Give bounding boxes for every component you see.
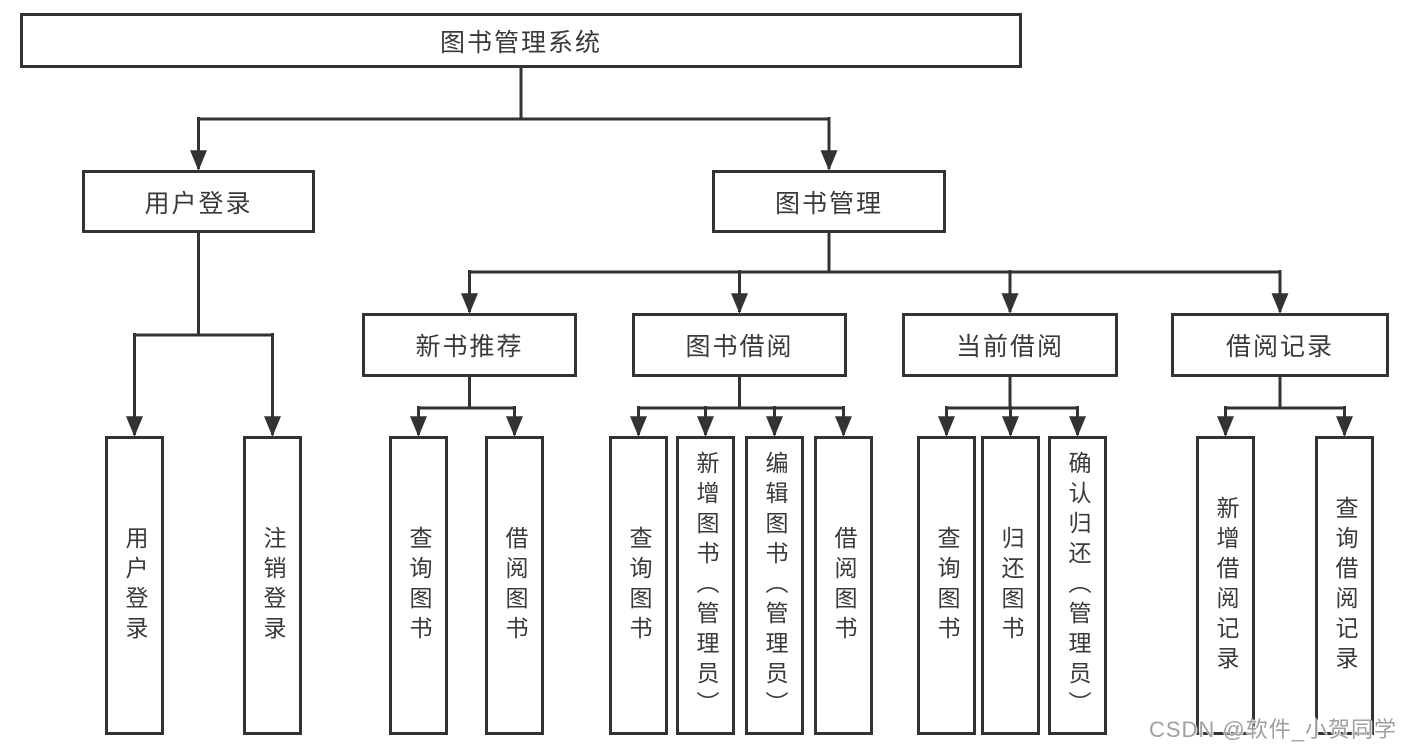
leaf-borrow-borrow-book-label: 借阅图书 [831, 525, 857, 646]
leaf-logout-label: 注销登录 [260, 525, 286, 646]
connector-borrow-records-to-leaves [1217, 375, 1353, 437]
node-book-management: 图书管理 [712, 170, 946, 233]
node-borrow-records: 借阅记录 [1171, 313, 1389, 377]
leaf-user-login: 用户登录 [105, 436, 164, 735]
leaf-query-borrow-record-label: 查询借阅记录 [1332, 495, 1358, 676]
leaf-borrow-query-book-label: 查询图书 [626, 525, 652, 646]
connector-book-management-to-level3 [461, 231, 1289, 314]
node-new-book-recommend: 新书推荐 [362, 313, 577, 377]
leaf-newbook-query-book: 查询图书 [389, 436, 448, 735]
node-library-management-system: 图书管理系统 [20, 13, 1022, 68]
leaf-add-book-admin-label: 新增图书（管理员） [693, 450, 719, 721]
leaf-newbook-query-book-label: 查询图书 [406, 525, 432, 646]
leaf-confirm-return-admin: 确认归还（管理员） [1048, 436, 1107, 735]
leaf-borrow-borrow-book: 借阅图书 [814, 436, 873, 735]
leaf-edit-book-admin-label: 编辑图书（管理员） [762, 450, 788, 721]
connector-root-to-level2 [190, 66, 838, 171]
node-current-borrow-label: 当前借阅 [955, 333, 1064, 361]
leaf-edit-book-admin: 编辑图书（管理员） [745, 436, 804, 735]
connector-book-borrow-to-leaves [630, 375, 852, 437]
leaf-newbook-borrow-book-label: 借阅图书 [502, 525, 528, 646]
leaf-query-borrow-record: 查询借阅记录 [1315, 436, 1374, 735]
connector-current-borrow-to-leaves [938, 375, 1086, 437]
node-library-management-system-label: 图书管理系统 [439, 28, 602, 57]
node-user-login: 用户登录 [82, 170, 315, 233]
node-current-borrow: 当前借阅 [902, 313, 1118, 377]
leaf-return-book-label: 归还图书 [998, 525, 1024, 646]
node-book-management-label: 图书管理 [774, 189, 883, 218]
leaf-confirm-return-admin-label: 确认归还（管理员） [1065, 450, 1091, 721]
leaf-add-book-admin: 新增图书（管理员） [676, 436, 735, 735]
node-new-book-recommend-label: 新书推荐 [415, 333, 524, 361]
connector-new-book-to-leaves [410, 375, 523, 437]
leaf-current-query-book-label: 查询图书 [934, 525, 960, 646]
leaf-add-borrow-record: 新增借阅记录 [1196, 436, 1255, 735]
node-book-borrow-label: 图书借阅 [685, 333, 794, 361]
leaf-return-book: 归还图书 [981, 436, 1040, 735]
leaf-user-login-label: 用户登录 [122, 525, 148, 646]
node-borrow-records-label: 借阅记录 [1225, 333, 1334, 361]
node-user-login-label: 用户登录 [144, 189, 253, 218]
connector-user-login-to-leaves [126, 231, 281, 437]
leaf-newbook-borrow-book: 借阅图书 [485, 436, 544, 735]
watermark: CSDN @软件_小贺同学 [1148, 717, 1397, 742]
leaf-borrow-query-book: 查询图书 [609, 436, 668, 735]
leaf-logout: 注销登录 [243, 436, 302, 735]
node-book-borrow: 图书借阅 [632, 313, 847, 377]
leaf-current-query-book: 查询图书 [917, 436, 976, 735]
leaf-add-borrow-record-label: 新增借阅记录 [1213, 495, 1239, 676]
